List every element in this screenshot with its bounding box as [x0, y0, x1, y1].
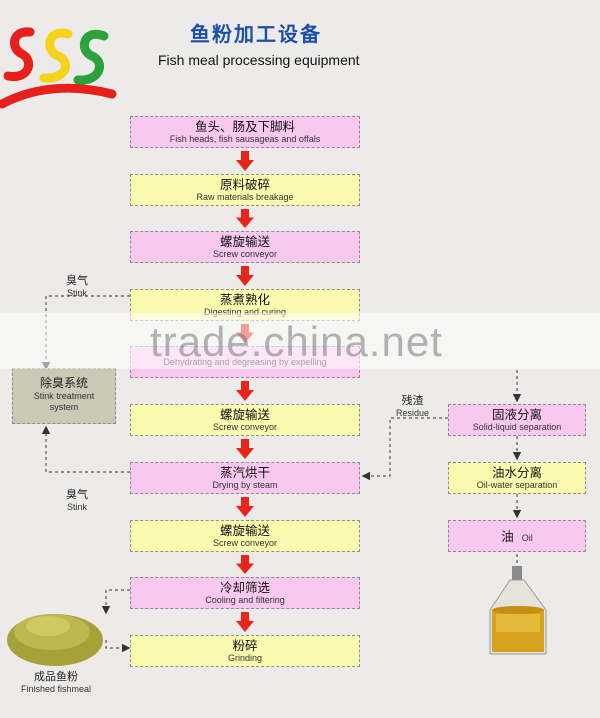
side-step-cn-label: 固液分离	[491, 407, 542, 422]
step-en-label: Screw conveyor	[212, 538, 278, 548]
flow-arrow-icon	[236, 151, 254, 171]
step-en-label: Cooling and filtering	[205, 595, 285, 605]
step-cn-label: 鱼头、肠及下脚料	[194, 119, 295, 134]
watermark-band	[0, 313, 600, 369]
stink-label-bottom: 臭气 Stink	[66, 488, 88, 512]
page-subtitle: Fish meal processing equipment	[158, 52, 360, 68]
step-en-label: Fish heads, fish sausageas and offals	[169, 134, 321, 144]
flow-arrow-icon	[236, 209, 254, 228]
side-step-en-label: Solid-liquid separation	[472, 422, 562, 432]
step-en-label: Grinding	[227, 653, 263, 663]
step-en-label: Raw materials breakage	[196, 192, 294, 202]
step-en-label: Drying by steam	[212, 480, 278, 490]
page-title: 鱼粉加工设备	[190, 22, 322, 46]
step-en-label: Screw conveyor	[212, 422, 278, 432]
step-cn-label: 螺旋输送	[219, 407, 270, 422]
watermark-text: trade.china.net	[150, 318, 443, 365]
step-cn-label: 螺旋输送	[219, 523, 270, 538]
stink-system-en-1: Stink treatment	[33, 391, 95, 401]
step-cn-label: 蒸煮熟化	[219, 292, 270, 307]
flow-arrow-icon	[236, 497, 254, 517]
step-cn-label: 蒸汽烘干	[219, 465, 270, 480]
flow-arrow-icon	[236, 381, 254, 401]
step-cn-label: 粉碎	[232, 638, 258, 653]
residue-label: 残渣 Residue	[396, 394, 430, 418]
side-step-en-label: Oil	[521, 533, 533, 543]
side-step-en-label: Oil-water separation	[476, 480, 558, 490]
sss-logo	[0, 27, 117, 109]
side-step-cn-label: 油水分离	[491, 465, 542, 480]
side-step-cn-label: 油	[501, 529, 514, 544]
stink-system-en-2: system	[49, 402, 79, 412]
flow-arrow-icon	[236, 612, 254, 632]
step-cn-label: 冷却筛选	[219, 580, 270, 595]
step-en-label: Digesting and curing	[203, 307, 287, 317]
step-cn-label: 原料破碎	[219, 177, 270, 192]
step-cn-label: 螺旋输送	[219, 234, 270, 249]
step-en-label: Screw conveyor	[212, 249, 278, 259]
stink-treatment-box: 除臭系统 Stink treatment system	[12, 368, 116, 424]
flow-arrow-icon	[236, 266, 254, 286]
finished-label: 成品鱼粉 Finished fishmeal	[20, 670, 92, 694]
stink-system-cn: 除臭系统	[39, 376, 88, 390]
flow-arrow-icon	[236, 439, 254, 459]
stink-label-top: 臭气 Stink	[66, 274, 88, 298]
side-step-3: 油 Oil	[448, 520, 586, 552]
flow-arrow-icon	[236, 555, 254, 574]
